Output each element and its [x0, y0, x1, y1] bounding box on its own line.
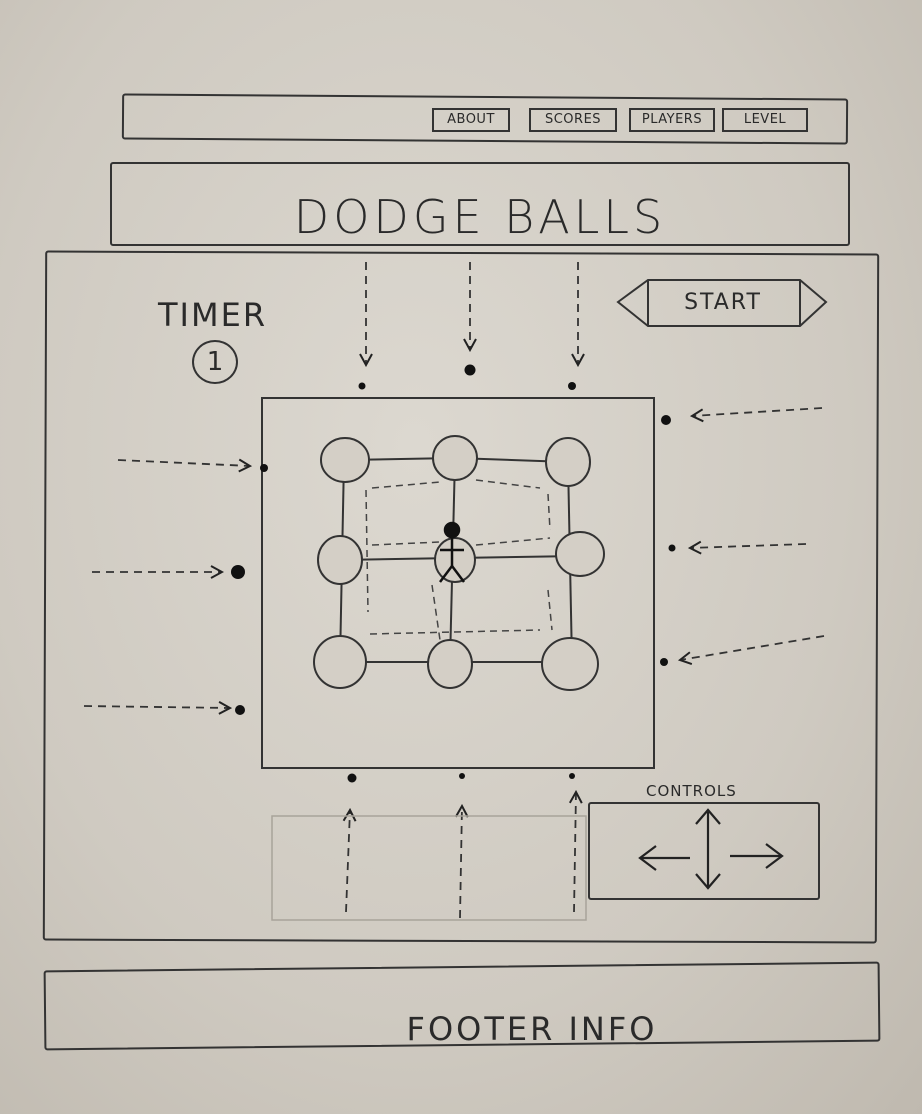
dodge-balls [231, 364, 676, 783]
timer-label: TIMER [158, 296, 268, 334]
arrow-left-button[interactable] [636, 842, 690, 872]
ball [231, 565, 245, 579]
arrow-down-button[interactable] [694, 862, 724, 892]
ball [358, 382, 366, 390]
platform [317, 535, 363, 585]
nav-players-button[interactable]: PLAYERS [629, 108, 715, 132]
platform [313, 635, 367, 689]
ball [668, 544, 676, 552]
footer-info: FOOTER INFO [406, 1010, 658, 1048]
erased-controls-sketch [271, 815, 587, 921]
ball [569, 773, 575, 779]
start-button[interactable]: START [684, 290, 762, 315]
platform [434, 537, 476, 583]
controls-label: CONTROLS [646, 782, 737, 800]
player-icon [439, 521, 465, 583]
title-bar [110, 162, 850, 246]
platform [427, 639, 473, 689]
move-hints [365, 479, 553, 641]
platform [320, 437, 370, 483]
incoming-arrows [83, 262, 825, 919]
arrow-up-button[interactable] [694, 808, 724, 848]
ball [235, 705, 245, 715]
ball [568, 382, 576, 390]
ball [464, 364, 476, 376]
ball [260, 464, 268, 472]
platform [541, 637, 599, 691]
nav-scores-button[interactable]: SCORES [529, 108, 617, 132]
timer-value: 1 [192, 340, 238, 384]
ball [347, 773, 357, 783]
controls-panel [588, 802, 820, 900]
arena [261, 397, 655, 769]
platforms [313, 435, 605, 691]
platform [555, 531, 605, 577]
ball [459, 773, 465, 779]
platform [545, 437, 591, 487]
arrow-right-button[interactable] [728, 842, 786, 872]
platform [432, 435, 478, 481]
nav-about-button[interactable]: ABOUT [432, 108, 510, 132]
game-title: DODGE BALLS [293, 190, 667, 244]
nav-level-button[interactable]: LEVEL [722, 108, 808, 132]
ball [661, 415, 671, 425]
ball [660, 658, 668, 666]
